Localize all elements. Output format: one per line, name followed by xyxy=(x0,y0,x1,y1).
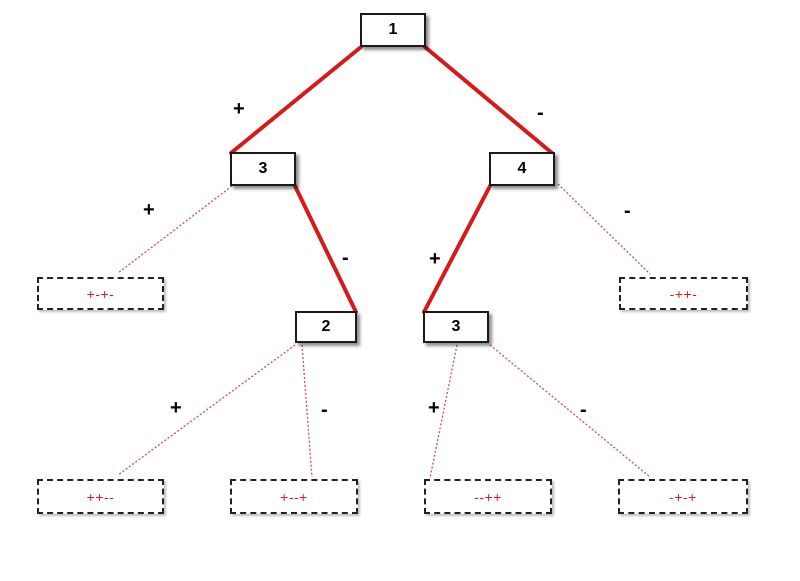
edge-sign-right-child-right: - xyxy=(624,200,631,222)
edge-sign-root-left: + xyxy=(233,98,245,120)
leaf-node: --++ xyxy=(424,479,552,514)
leaf-label: -++- xyxy=(669,285,698,302)
node-left-grandchild-label: 2 xyxy=(321,318,331,335)
edge-left-to-grandchild xyxy=(293,184,358,314)
dotted-edge-r2-to-leaf-left xyxy=(429,344,458,479)
leaf-label: +--+ xyxy=(280,488,308,505)
dotted-edge-left-to-leaf xyxy=(117,185,233,274)
edge-right-to-grandchild xyxy=(422,184,492,314)
node-left-child-label: 3 xyxy=(258,160,268,177)
edge-sign-right-grandchild-left: + xyxy=(428,397,440,419)
dotted-edge-right-to-leaf xyxy=(557,183,651,275)
dotted-edge-l2-to-leaf-left xyxy=(117,344,296,476)
edge-sign-right-child-left: + xyxy=(429,248,441,270)
node-root-label: 1 xyxy=(388,21,398,38)
leaf-node: -+-+ xyxy=(618,479,748,514)
node-right-grandchild: 3 xyxy=(423,311,489,343)
node-left-child: 3 xyxy=(230,152,296,186)
edge-sign-left-grandchild-left: + xyxy=(170,397,182,419)
edge-sign-left-child-left: + xyxy=(143,199,155,221)
leaf-node: +--+ xyxy=(230,479,358,514)
edge-root-to-left xyxy=(229,45,363,155)
edge-sign-left-grandchild-right: - xyxy=(321,399,328,421)
edge-root-to-right xyxy=(423,45,554,155)
leaf-label: --++ xyxy=(474,488,502,505)
node-right-child: 4 xyxy=(489,152,555,186)
node-left-grandchild: 2 xyxy=(295,311,357,343)
leaf-label: -+-+ xyxy=(669,488,697,505)
dotted-edge-r2-to-leaf-right xyxy=(489,344,651,478)
leaf-label: ++-- xyxy=(86,488,115,505)
node-root: 1 xyxy=(360,13,426,47)
edge-sign-left-child-right: - xyxy=(342,247,349,269)
node-right-grandchild-label: 3 xyxy=(451,318,461,335)
dotted-edge-l2-to-leaf-right xyxy=(301,344,313,478)
leaf-node: +-+- xyxy=(37,277,164,310)
node-right-child-label: 4 xyxy=(517,160,527,177)
edge-sign-root-right: - xyxy=(537,102,544,124)
edge-sign-right-grandchild-right: - xyxy=(580,399,587,421)
leaf-label: +-+- xyxy=(86,285,115,302)
leaf-node: -++- xyxy=(619,277,748,310)
leaf-node: ++-- xyxy=(37,479,164,514)
